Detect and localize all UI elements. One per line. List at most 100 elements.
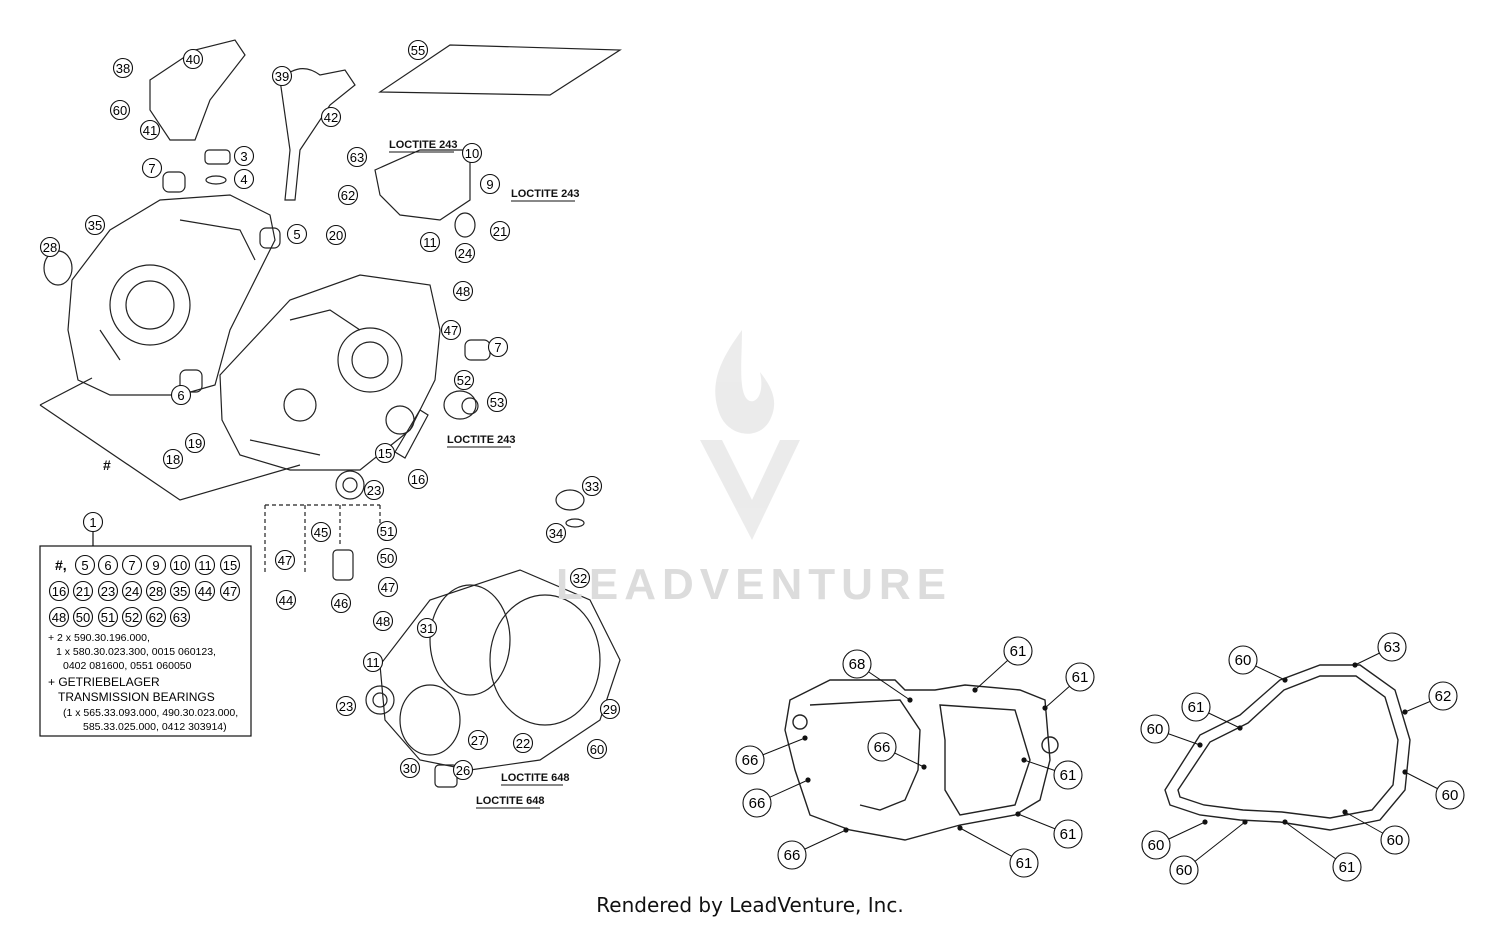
part-callout: 27 bbox=[467, 729, 489, 751]
svg-text:11: 11 bbox=[366, 655, 380, 670]
part-callout: 19 bbox=[184, 432, 206, 454]
svg-text:60: 60 bbox=[113, 103, 127, 118]
svg-text:16: 16 bbox=[52, 584, 66, 599]
part-callout: 20 bbox=[325, 224, 347, 246]
svg-text:46: 46 bbox=[334, 596, 348, 611]
gasket-callout: 66 bbox=[777, 827, 849, 870]
kit-line: + 2 x 590.30.196.000, bbox=[48, 632, 150, 644]
svg-text:48: 48 bbox=[52, 610, 66, 625]
svg-text:20: 20 bbox=[329, 228, 343, 243]
part-callout: 7 bbox=[487, 336, 509, 358]
svg-text:60: 60 bbox=[590, 742, 604, 757]
svg-text:66: 66 bbox=[784, 847, 801, 864]
part-callout: 48 bbox=[372, 610, 394, 632]
part-callout: 47 bbox=[274, 549, 296, 571]
svg-text:22: 22 bbox=[516, 736, 530, 751]
part-callout: 21 bbox=[489, 220, 511, 242]
clutch-cover-gasket-drawing bbox=[1164, 664, 1411, 831]
svg-text:35: 35 bbox=[173, 584, 187, 599]
part-callout: 39 bbox=[271, 65, 293, 87]
kit-part-callout: 63 bbox=[169, 606, 191, 628]
watermark-logo-icon bbox=[700, 330, 800, 540]
kit-part-callout: 24 bbox=[121, 580, 143, 602]
svg-text:55: 55 bbox=[411, 43, 425, 58]
svg-text:45: 45 bbox=[314, 525, 328, 540]
svg-text:47: 47 bbox=[223, 584, 237, 599]
svg-text:62: 62 bbox=[1435, 688, 1452, 705]
svg-text:60: 60 bbox=[1147, 721, 1164, 738]
svg-text:39: 39 bbox=[275, 69, 289, 84]
part-callout: 1 bbox=[82, 511, 104, 533]
svg-text:5: 5 bbox=[293, 227, 300, 242]
svg-text:63: 63 bbox=[1384, 639, 1401, 656]
svg-text:7: 7 bbox=[494, 340, 501, 355]
part-callout: 42 bbox=[320, 106, 342, 128]
part-callout: 40 bbox=[182, 48, 204, 70]
gasket-callout: 63 bbox=[1352, 632, 1407, 668]
svg-text:6: 6 bbox=[104, 558, 111, 573]
svg-text:9: 9 bbox=[486, 177, 493, 192]
svg-text:28: 28 bbox=[149, 584, 163, 599]
gasket-callout: 62 bbox=[1402, 681, 1458, 715]
kit-part-callout: 9 bbox=[145, 554, 167, 576]
part-callout: 10 bbox=[461, 142, 483, 164]
engine-parts-drawing bbox=[39, 39, 622, 788]
svg-text:52: 52 bbox=[457, 373, 471, 388]
svg-text:15: 15 bbox=[223, 558, 237, 573]
kit-part-callout: 52 bbox=[121, 606, 143, 628]
svg-text:61: 61 bbox=[1010, 643, 1027, 660]
kit-part-callout: 62 bbox=[145, 606, 167, 628]
svg-text:10: 10 bbox=[465, 146, 479, 161]
svg-text:24: 24 bbox=[125, 584, 139, 599]
part-callout: 38 bbox=[112, 57, 134, 79]
kit-line: 1 x 580.30.023.300, 0015 060123, bbox=[56, 646, 216, 658]
part-callout: 6 bbox=[170, 384, 192, 406]
kit-line: TRANSMISSION BEARINGS bbox=[58, 690, 215, 704]
gasket-callout: 61 bbox=[1042, 662, 1095, 711]
part-callout: 29 bbox=[599, 698, 621, 720]
svg-text:61: 61 bbox=[1016, 855, 1033, 872]
svg-text:61: 61 bbox=[1060, 826, 1077, 843]
svg-text:47: 47 bbox=[381, 580, 395, 595]
gasket-callout: 61 bbox=[972, 636, 1033, 693]
svg-text:26: 26 bbox=[456, 763, 470, 778]
svg-text:61: 61 bbox=[1339, 859, 1356, 876]
svg-text:21: 21 bbox=[76, 584, 90, 599]
kit-hash-prefix: #, bbox=[55, 557, 67, 573]
svg-text:33: 33 bbox=[585, 479, 599, 494]
kit-part-callout: 6 bbox=[97, 554, 119, 576]
part-callout: 45 bbox=[310, 521, 332, 543]
gasket-callout: 61 bbox=[1181, 692, 1243, 731]
svg-text:47: 47 bbox=[278, 553, 292, 568]
loctite-note: LOCTITE 648 bbox=[501, 772, 569, 784]
svg-text:51: 51 bbox=[380, 524, 394, 539]
watermark-text: LEADVENTURE bbox=[555, 560, 953, 609]
gasket-callout: 60 bbox=[1141, 819, 1208, 860]
part-callout: 23 bbox=[363, 479, 385, 501]
svg-text:15: 15 bbox=[378, 446, 392, 461]
svg-text:31: 31 bbox=[420, 621, 434, 636]
part-callout: 11 bbox=[419, 231, 441, 253]
svg-text:32: 32 bbox=[573, 571, 587, 586]
part-callout: 46 bbox=[330, 592, 352, 614]
part-callout: 52 bbox=[453, 369, 475, 391]
kit-line: + GETRIEBELAGER bbox=[48, 675, 160, 689]
kit-part-callout: 7 bbox=[121, 554, 143, 576]
svg-text:50: 50 bbox=[380, 551, 394, 566]
kit-part-callout: 23 bbox=[97, 580, 119, 602]
gasket-callout: 60 bbox=[1342, 809, 1410, 855]
svg-text:61: 61 bbox=[1188, 699, 1205, 716]
part-callout: 28 bbox=[39, 236, 61, 258]
part-callout: 35 bbox=[84, 214, 106, 236]
svg-text:50: 50 bbox=[76, 610, 90, 625]
svg-text:62: 62 bbox=[341, 188, 355, 203]
gasket-callout: 66 bbox=[735, 735, 808, 775]
svg-text:66: 66 bbox=[874, 739, 891, 756]
svg-text:41: 41 bbox=[143, 123, 157, 138]
loctite-note: LOCTITE 243 bbox=[447, 434, 515, 446]
svg-text:11: 11 bbox=[423, 235, 437, 250]
part-callout: 53 bbox=[486, 391, 508, 413]
part-callout: 41 bbox=[139, 119, 161, 141]
